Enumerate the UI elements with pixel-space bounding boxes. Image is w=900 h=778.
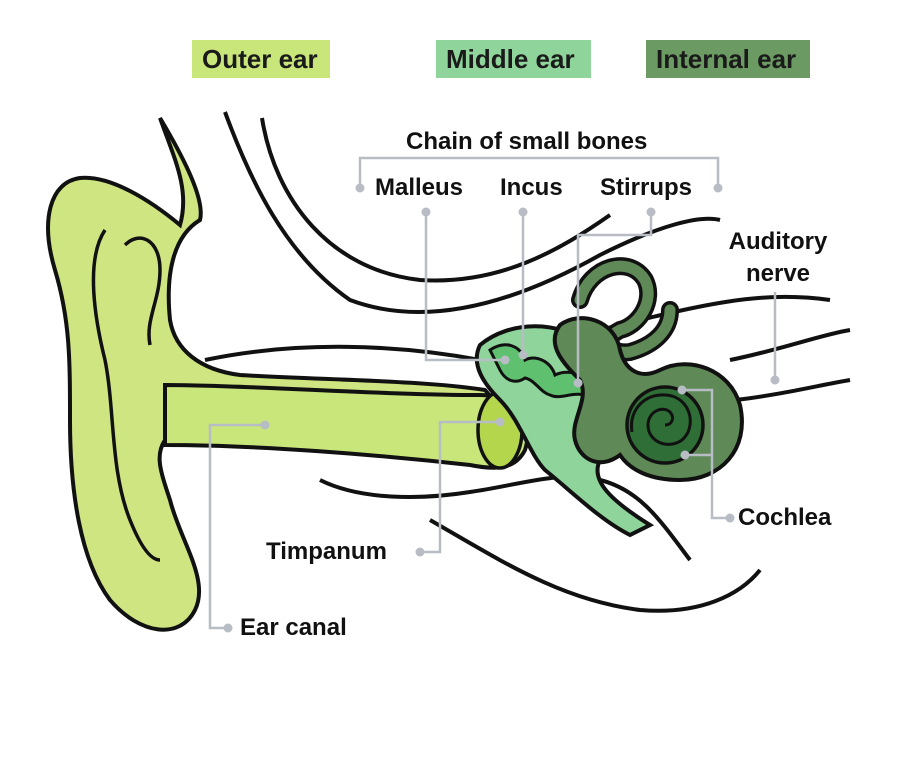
- pinna: [46, 116, 499, 632]
- label-timpanum: Timpanum: [266, 538, 387, 565]
- legend-internal-ear-label: Internal ear: [656, 44, 797, 74]
- leader-lines: [208, 156, 777, 630]
- legend-middle-ear-label: Middle ear: [446, 44, 575, 74]
- skull-outline: [223, 111, 721, 315]
- label-malleus: Malleus: [375, 174, 464, 201]
- legend-outer-ear-label: Outer ear: [202, 44, 318, 74]
- legend-internal-ear: Internal ear: [646, 40, 810, 78]
- label-auditory-line2: nerve: [745, 260, 811, 287]
- pinna-inner-fold: [91, 229, 161, 562]
- label-cochlea: Cochlea: [738, 504, 832, 531]
- jaw-outline: [429, 518, 762, 613]
- leader-dots: [223, 183, 780, 633]
- label-chain-of-small-bones: Chain of small bones: [406, 128, 648, 155]
- label-stirrups: Stirrups: [600, 174, 693, 201]
- label-incus: Incus: [500, 174, 563, 201]
- label-ear-canal: Ear canal: [240, 614, 347, 641]
- pinna-antihelix: [123, 236, 162, 346]
- label-auditory-nerve: Auditory nerve: [722, 228, 834, 288]
- nerve-line-lower: [734, 378, 851, 402]
- label-auditory-line1: Auditory: [728, 228, 828, 255]
- legend-outer-ear: Outer ear: [192, 40, 330, 78]
- legend-middle-ear: Middle ear: [436, 40, 591, 78]
- canal-lower-wall: [319, 474, 692, 562]
- cochlea-spiral: [630, 393, 692, 446]
- semicircular-canals-fill: [574, 260, 676, 358]
- nerve-line-upper: [729, 328, 851, 362]
- ear-canal-shape: [163, 382, 530, 470]
- skull-inner-outline: [260, 117, 612, 283]
